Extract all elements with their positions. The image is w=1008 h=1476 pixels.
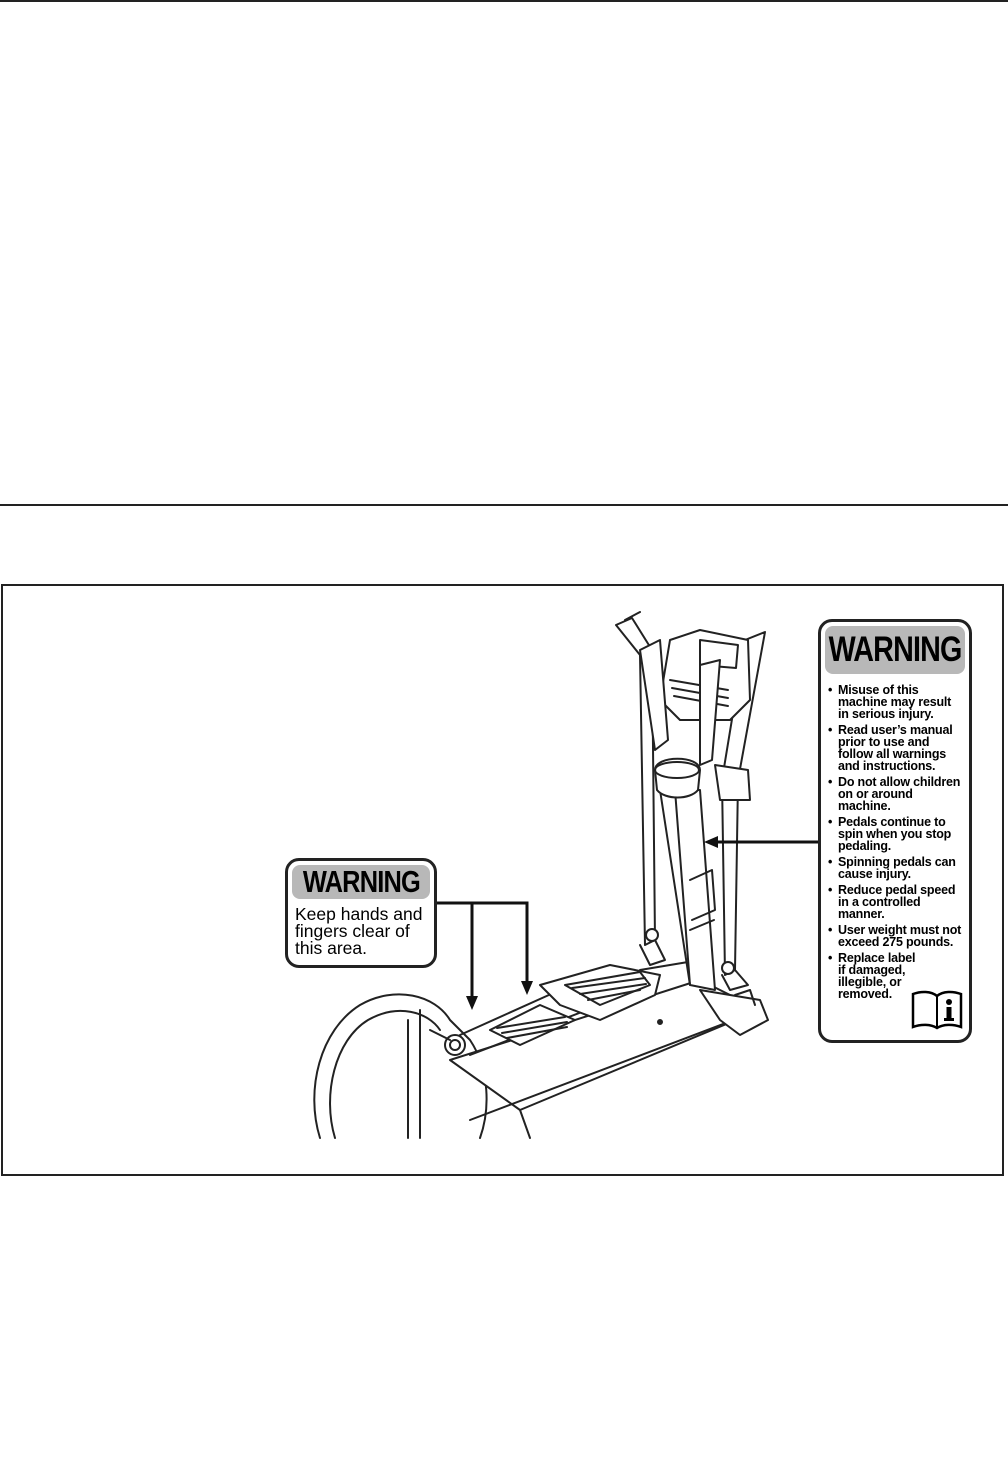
top-rule: [0, 0, 1008, 2]
small-warning-text: Keep hands and fingers clear of this are…: [295, 904, 430, 958]
warning-bullet: User weight must not exceed 275 pounds.: [828, 924, 965, 949]
small-warning-header: WARNING: [292, 864, 430, 899]
manual-info-icon: [911, 990, 963, 1030]
warning-bullet: Read user’s manual prior to use and foll…: [828, 724, 965, 773]
small-warning-line: fingers clear of: [295, 921, 410, 941]
main-warning-label: WARNING Misuse of this machine may resul…: [818, 619, 972, 1043]
warning-bullet: Misuse of this machine may result in ser…: [828, 684, 965, 721]
warning-bullet: Reduce pedal speed in a controlled manne…: [828, 884, 965, 921]
small-warning-line: Keep hands and: [295, 904, 423, 924]
figure-frame: [1, 584, 1004, 1176]
small-warning-line: this area.: [295, 938, 367, 958]
small-warning-heading: WARNING: [302, 864, 420, 899]
warning-bullet: Replace label if damaged, illegible, or …: [828, 952, 918, 1001]
warning-bullet: Do not allow children on or around machi…: [828, 776, 965, 813]
main-warning-header: WARNING: [825, 626, 965, 674]
warning-bullet: Pedals continue to spin when you stop pe…: [828, 816, 965, 853]
warning-bullet-list: Misuse of this machine may result in ser…: [825, 684, 965, 1001]
small-warning-label: WARNING Keep hands and fingers clear of …: [285, 858, 437, 968]
main-warning-heading: WARNING: [828, 630, 963, 669]
warning-bullet: Spinning pedals can cause injury.: [828, 856, 965, 881]
section-divider: [0, 504, 1008, 506]
